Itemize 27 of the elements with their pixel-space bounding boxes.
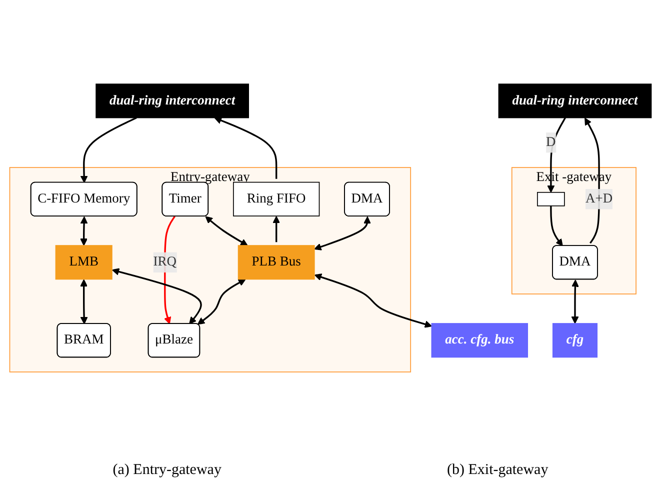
node-box: Ring FIFO bbox=[233, 182, 320, 216]
node-box: dual-ring interconnect bbox=[96, 84, 249, 118]
arrow bbox=[205, 216, 248, 246]
node-box: LMB bbox=[55, 245, 112, 280]
node-box: cfg bbox=[552, 323, 598, 358]
arrow bbox=[314, 216, 371, 250]
node-box bbox=[537, 192, 565, 206]
arrow bbox=[214, 116, 278, 179]
arrow bbox=[547, 117, 566, 193]
arrow bbox=[164, 216, 176, 324]
arrow bbox=[80, 117, 137, 184]
arrow bbox=[550, 206, 563, 246]
edge-label: A+D bbox=[586, 192, 613, 206]
arrow bbox=[80, 279, 88, 324]
node-box: acc. cfg. bus bbox=[431, 323, 528, 358]
edge-label: D bbox=[546, 135, 556, 150]
arrow bbox=[112, 268, 202, 324]
node-box: dual-ring interconnect bbox=[498, 84, 652, 118]
arrow bbox=[80, 216, 88, 246]
figure-caption: (a) Entry-gateway bbox=[112, 462, 222, 478]
figure-caption: (b) Exit-gateway bbox=[447, 462, 548, 478]
node-box: PLB Bus bbox=[238, 245, 315, 280]
arrow bbox=[272, 216, 280, 242]
arrow bbox=[197, 279, 246, 325]
arrow bbox=[314, 274, 432, 328]
edge-label: IRQ bbox=[153, 254, 177, 270]
arrow bbox=[571, 280, 579, 324]
